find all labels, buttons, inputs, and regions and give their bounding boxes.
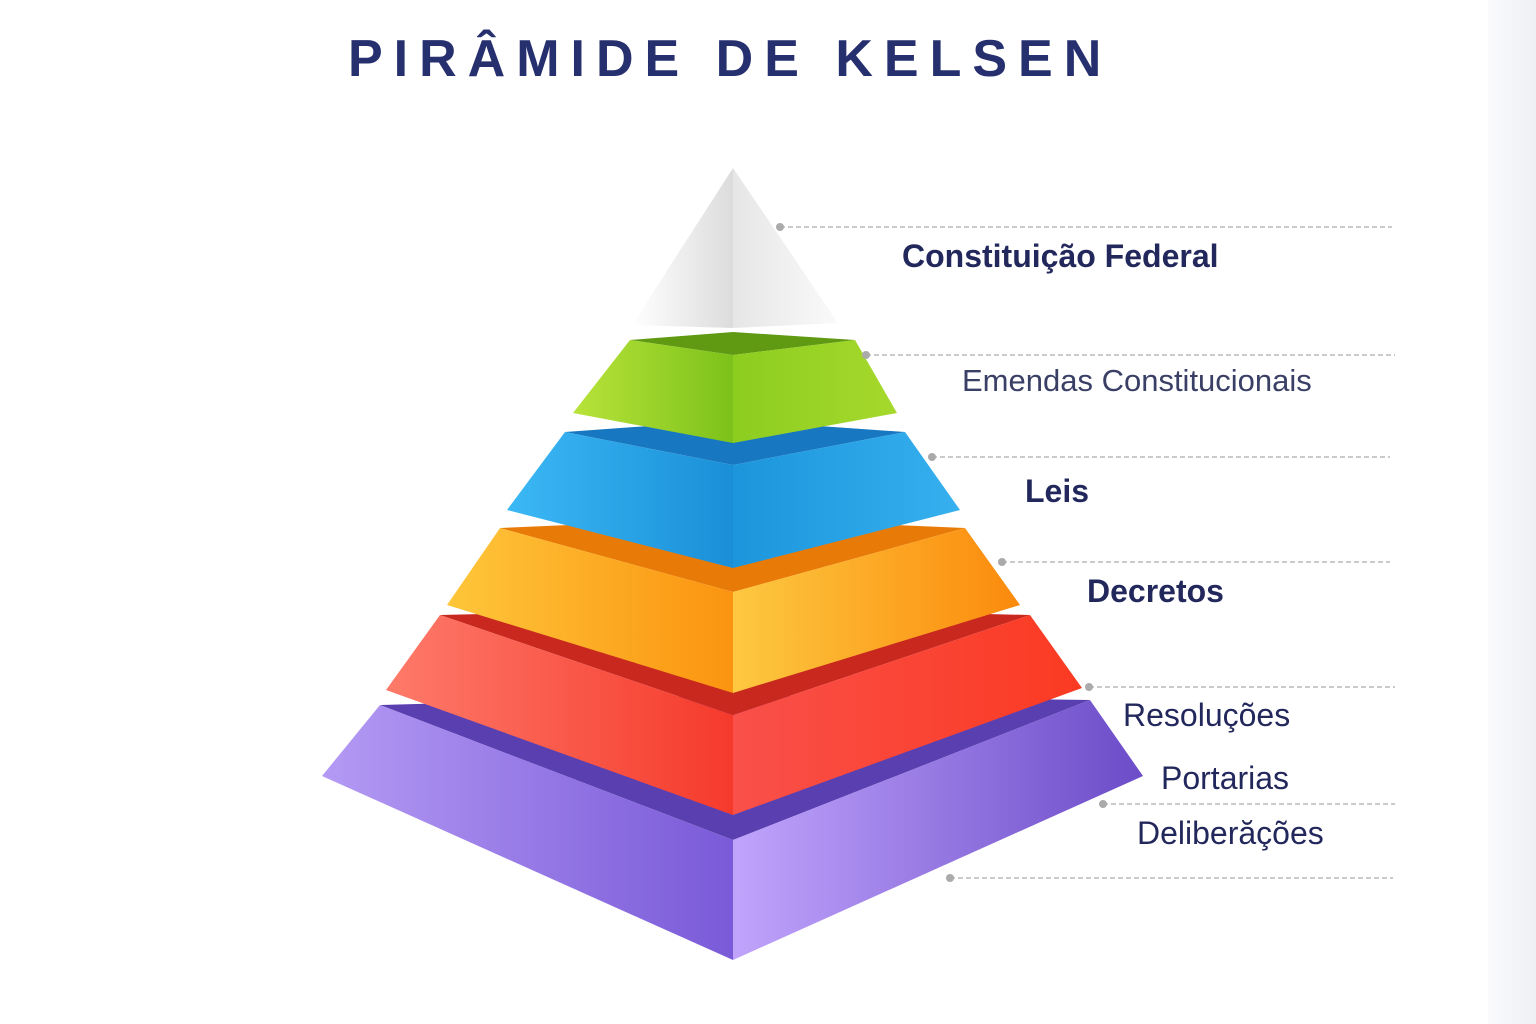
right-edge-shade [1488,0,1536,1024]
leader-lines [776,223,1395,882]
label-leis: Leis [1025,473,1089,509]
tier-constituicao [632,168,838,328]
tier-emendas [573,332,897,443]
label-deliberacoes: Deliberăções [1137,815,1324,851]
label-emendas-constitucionais: Emendas Constitucionais [962,363,1312,398]
label-constituicao-federal: Constituição Federal [902,238,1219,274]
label-portarias: Portarias [1161,760,1289,796]
label-resolucoes: Resoluções [1123,697,1290,733]
page-title: PIRÂMIDE DE KELSEN [348,29,1112,88]
label-decretos: Decretos [1087,573,1224,609]
